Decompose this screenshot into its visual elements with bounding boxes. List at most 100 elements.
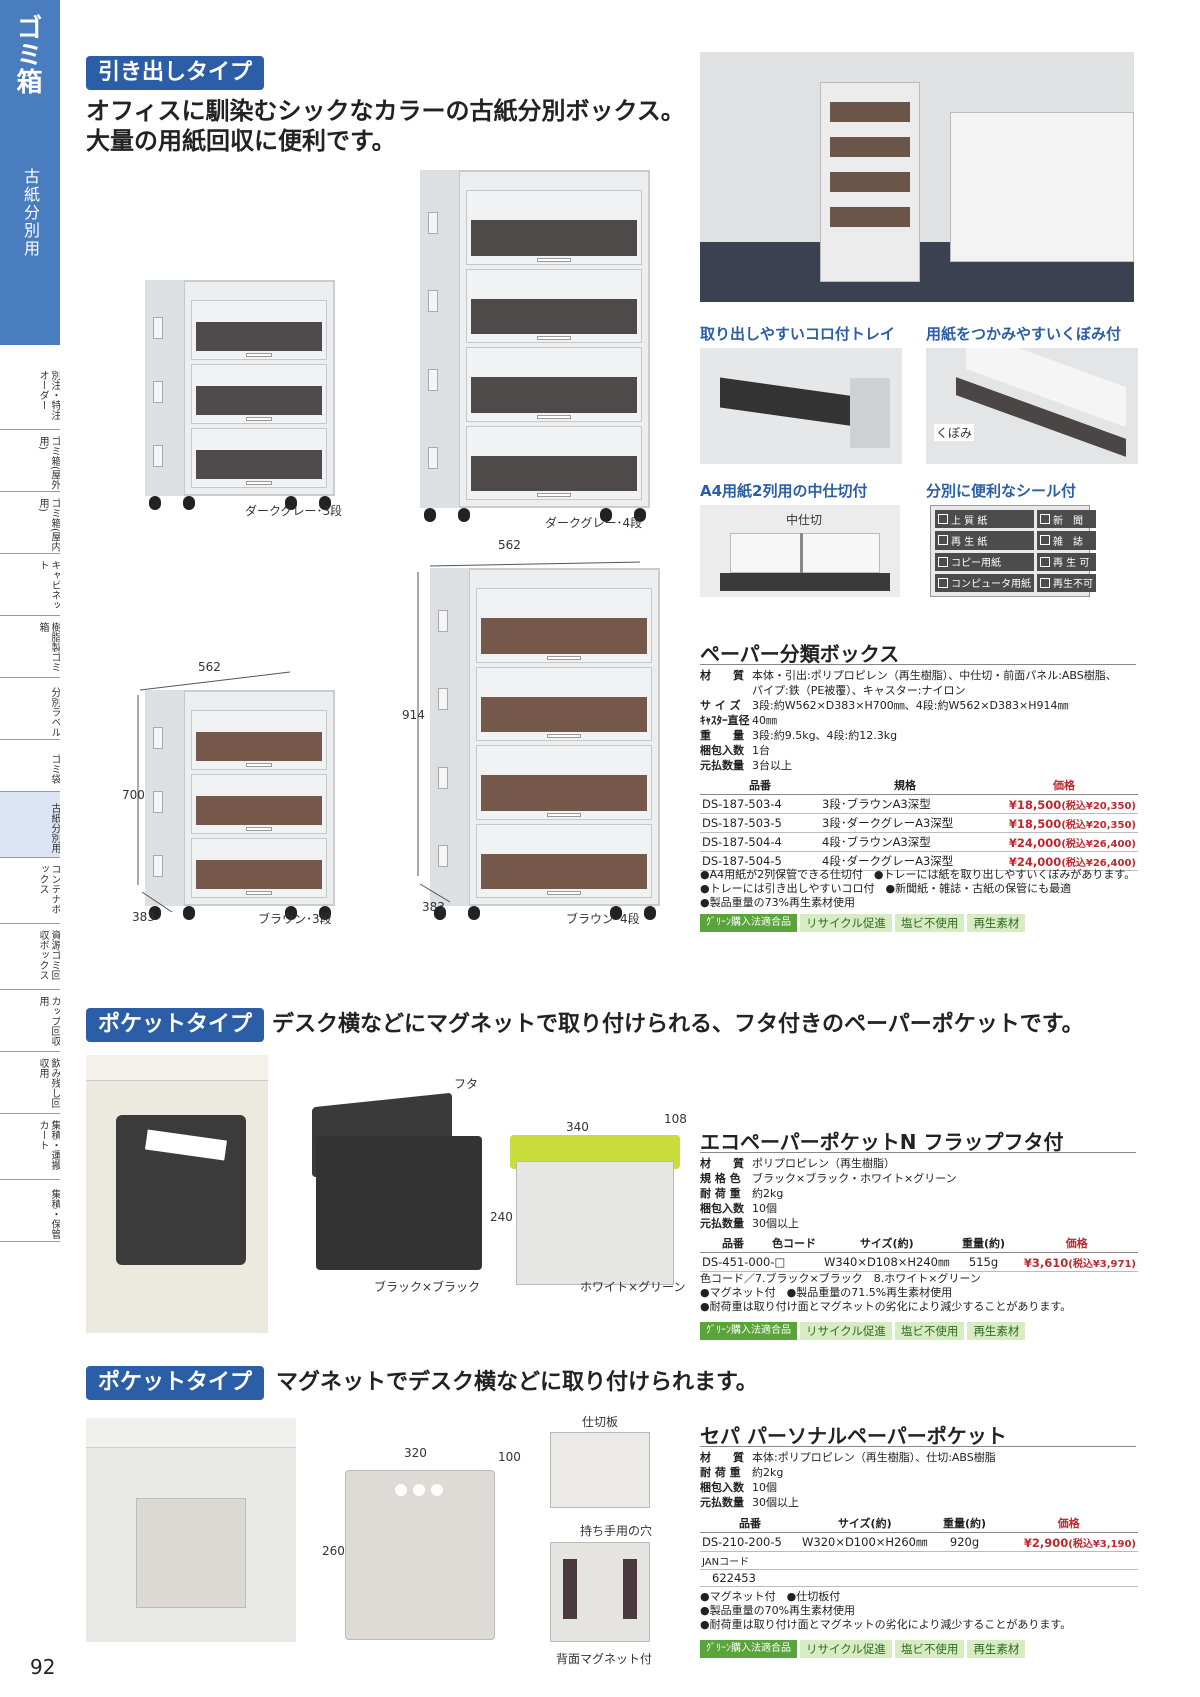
product2-badges: ｸﾞﾘｰﾝ購入法適合品リサイクル促進塩ビ不使用再生素材: [700, 1322, 1026, 1340]
side-slot: [428, 290, 438, 313]
spec-value: 40㎜: [752, 714, 777, 727]
caster-wheel: [458, 508, 470, 522]
dim-width-pocket: 340: [566, 1120, 589, 1134]
side-slot: [153, 791, 163, 814]
feature-title-tray: 取り出しやすいコロ付トレイ: [700, 325, 895, 343]
product1-specs: 材 質本体・引出:ポリプロピレン（再生樹脂）、中仕切・前面パネル:ABS樹脂、パ…: [700, 668, 1140, 773]
drawer-front: [481, 696, 647, 732]
spec-value: ブラック×ブラック・ホワイト×グリーン: [752, 1172, 957, 1185]
product3-price-table: 品番 サイズ(約) 重量(約) 価格 DS-210-200-5 W320×D10…: [700, 1514, 1138, 1587]
sidebar-nav-item[interactable]: 集積・保管: [0, 1180, 60, 1242]
drawer-front: [481, 618, 647, 654]
sidebar-nav-item[interactable]: 別注・特注オーダー: [0, 364, 60, 430]
section1-headline-2: 大量の用紙回収に便利です。: [86, 127, 396, 155]
sticker-label: 再 生 紙: [935, 531, 1034, 550]
caster-wheel: [319, 906, 331, 920]
cell-code: DS-451-000-□: [700, 1252, 822, 1272]
cabinet-drawer: [191, 838, 327, 898]
sidebar: ゴミ箱 古紙分別用 別注・特注オーダーゴミ箱(屋外用)ゴミ箱(屋内用)キャビネッ…: [0, 0, 60, 1697]
cell-spec: 4段･ダークグレーA3深型: [820, 851, 990, 871]
side-slot: [153, 381, 163, 404]
caption-hole: 持ち手用の穴: [580, 1524, 653, 1538]
feature-title-divider: A4用紙2列用の中仕切付: [700, 482, 868, 500]
table-row: DS-451-000-□ W340×D108×H240㎜ 515g ¥3,610…: [700, 1252, 1138, 1272]
eco-badge: 再生素材: [967, 914, 1026, 932]
sidebar-nav-item[interactable]: カップ回収用: [0, 990, 60, 1052]
eco-badge: 塩ビ不使用: [894, 914, 965, 932]
tray-photo: [700, 348, 902, 464]
cabinet-drawer: [476, 588, 652, 663]
product3-title: セパ パーソナルペーパーポケット: [700, 1424, 1007, 1448]
paper-icon: [1040, 577, 1050, 588]
cell-code: DS-187-504-5: [700, 851, 820, 871]
sticker-text: 再 生 紙: [951, 536, 988, 548]
sticker-label: コンピュータ用紙: [935, 573, 1034, 592]
spec-value: 30個以上: [752, 1217, 799, 1230]
drawer-handle: [245, 417, 273, 421]
note-line: ●トレーには引き出しやすいコロ付 ●新聞紙・雑誌・古紙の保管にも最適: [700, 882, 1072, 895]
table-row: 622453: [700, 1569, 1138, 1587]
sidebar-nav-item[interactable]: 資源ゴミ回収ボックス: [0, 924, 60, 990]
sidebar-subcategory: 古紙分別用: [21, 168, 40, 258]
cell-spec: 3段･ダークグレーA3深型: [820, 813, 990, 833]
spec-row: 材 質本体:ポリプロピレン（再生樹脂）、仕切:ABS樹脂: [700, 1450, 1140, 1465]
spec-value: 10個: [752, 1481, 777, 1494]
cell-code: DS-187-503-4: [700, 794, 820, 814]
spec-row: 規 格 色ブラック×ブラック・ホワイト×グリーン: [700, 1171, 1140, 1186]
office-scene-photo: [700, 52, 1134, 302]
caster-wheel: [285, 906, 297, 920]
spec-value: 本体・引出:ポリプロピレン（再生樹脂）、中仕切・前面パネル:ABS樹脂、: [752, 669, 1117, 682]
sidebar-nav-item[interactable]: 古紙分別用: [0, 792, 60, 858]
sidebar-nav-item[interactable]: 飲み残し回収用: [0, 1052, 60, 1114]
table-row: JANコード: [700, 1551, 1138, 1570]
drawer-front: [196, 450, 322, 479]
feature-title-grip: 用紙をつかみやすいくぼみ付: [926, 325, 1122, 343]
drawer-front: [481, 775, 647, 811]
sticker-label: 雑 誌: [1037, 531, 1096, 550]
caster-wheel: [319, 496, 331, 510]
cell-spec: 3段･ブラウンA3深型: [820, 794, 990, 814]
desk-pocket-photo: [86, 1055, 268, 1333]
eco-badge: リサイクル促進: [800, 1640, 892, 1658]
cell-size: W340×D108×H240㎜: [822, 1252, 952, 1272]
note-line: ●耐荷重は取り付け面とマグネットの劣化により減少することがあります。: [700, 1618, 1072, 1631]
cell-price: ¥3,610(税込¥3,971): [1015, 1252, 1138, 1272]
pocket-sepa: [345, 1470, 495, 1640]
price-value: ¥18,500: [1008, 816, 1062, 831]
caption-shikiri: 仕切板: [582, 1415, 619, 1429]
spec-key: 元払数量: [700, 1217, 744, 1230]
sidebar-nav-item[interactable]: 集積・運搬カート: [0, 1114, 60, 1180]
spec-value: パイプ:鉄（PE被覆）、キャスター:ナイロン: [752, 684, 966, 697]
sidebar-nav-item[interactable]: キャビネット: [0, 554, 60, 616]
sidebar-nav-item[interactable]: コンテナボックス: [0, 858, 60, 924]
spec-value: 3台以上: [752, 759, 792, 772]
drawer-front: [196, 732, 322, 761]
col-color: 色コード: [766, 1234, 822, 1253]
cabinet-drawer: [191, 710, 327, 770]
cabinet-drawer: [476, 823, 652, 898]
sidebar-nav-item[interactable]: ゴミ箱(屋外用): [0, 430, 60, 492]
drawer-front: [196, 860, 322, 889]
cabinet-side: [430, 568, 470, 906]
sidebar-nav-item[interactable]: 樹脂製ゴミ箱: [0, 616, 60, 678]
note-line: ●マグネット付 ●仕切板付: [700, 1590, 841, 1603]
caster-wheel: [644, 906, 656, 920]
spec-row: 材 質ポリプロピレン（再生樹脂）: [700, 1156, 1140, 1171]
price-value: ¥24,000: [1008, 835, 1062, 850]
sidebar-nav-item[interactable]: 分別ラベル: [0, 678, 60, 740]
side-slot: [153, 727, 163, 750]
dim-height-3: 700: [122, 788, 145, 802]
paper-icon: [938, 556, 948, 567]
sticker-label: コピー用紙: [935, 552, 1034, 571]
spec-key: 材 質: [700, 1157, 744, 1170]
caption-brown-4: ブラウン･4段: [566, 912, 640, 926]
sidebar-nav-item[interactable]: ゴミ箱(屋内用): [0, 492, 60, 554]
cell-price: ¥18,500(税込¥20,350): [990, 813, 1138, 833]
drawer-front: [471, 220, 637, 256]
sidebar-nav-item[interactable]: ゴミ袋: [0, 740, 60, 792]
